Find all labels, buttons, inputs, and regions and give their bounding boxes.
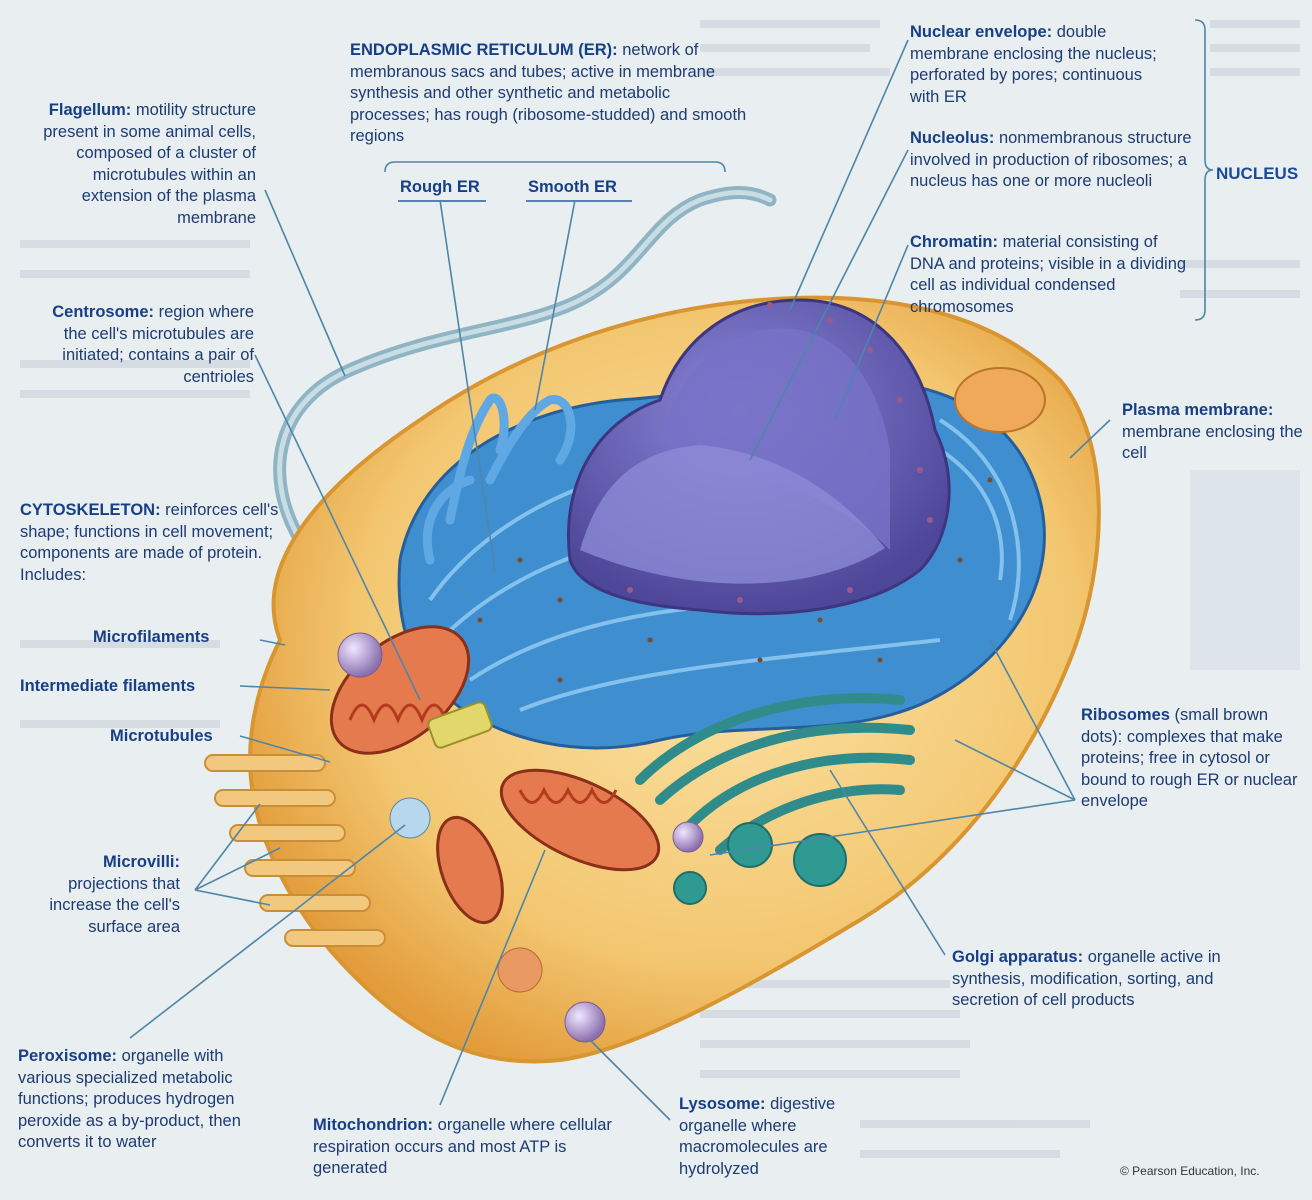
intermediate-filaments-label-text: Intermediate filaments [20, 677, 196, 695]
centrosome-label: Centrosome: region where the cell's micr… [40, 302, 254, 388]
mitochondrion-label-text: organelle where cellular respiration occ… [313, 1116, 612, 1177]
er-label: ENDOPLASMIC RETICULUM (ER): network of m… [350, 40, 750, 148]
golgi-label-title: Golgi apparatus: [952, 948, 1084, 966]
golgi-apparatus [635, 693, 915, 855]
ribosomes-label-text: (small brown dots): complexes that make … [1081, 706, 1298, 810]
lysosome-label-text: digestive organelle where macromolecules… [679, 1095, 836, 1178]
cytoskeleton-label-title: CYTOSKELETON: [20, 501, 161, 519]
centrosome-label-text: region where the cell's microtubules are… [62, 303, 254, 386]
nucleus-group-label: NUCLEUS [1216, 164, 1299, 183]
peroxisome-label-title: Peroxisome: [18, 1047, 118, 1065]
chromatin-label-text: material consisting of DNA and proteins;… [910, 233, 1187, 316]
microvilli-label-title: Microvilli: [102, 853, 180, 871]
smooth-er-label: Smooth ER [528, 178, 617, 196]
plasma-membrane-label-title: Plasma membrane: [1122, 401, 1274, 419]
rough-er-underline [398, 200, 486, 202]
lysosome-label-title: Lysosome: [679, 1095, 766, 1113]
flagellum-label-text: motility structure present in some anima… [43, 101, 256, 227]
nuclear-envelope-label: Nuclear envelope: double membrane enclos… [910, 22, 1170, 108]
microvilli-label-text: projections that increase the cell's sur… [49, 874, 180, 936]
plasma-membrane-label: Plasma membrane: membrane enclosing the … [1122, 400, 1306, 465]
flagellum-label: Flagellum: motility structure present in… [40, 100, 256, 229]
microfilaments-label: Microfilaments [93, 627, 209, 649]
nucleolus-label-text: nonmembranous structure involved in prod… [910, 129, 1192, 190]
chromatin-label: Chromatin: material consisting of DNA an… [910, 232, 1190, 318]
nucleolus-label: Nucleolus: nonmembranous structure invol… [910, 128, 1200, 193]
ribosomes-label-title: Ribosomes [1081, 706, 1170, 724]
cytoskeleton-label-text: reinforces cell's shape; functions in ce… [20, 501, 279, 584]
golgi-label-text: organelle active in synthesis, modificat… [952, 948, 1221, 1009]
smooth-er-underline [526, 200, 632, 202]
nucleolus-label-title: Nucleolus: [910, 129, 995, 147]
peroxisome-label: Peroxisome: organelle with various speci… [18, 1046, 258, 1154]
lysosome [564, 1001, 606, 1043]
nuclear-envelope-label-title: Nuclear envelope: [910, 23, 1053, 41]
rough-er-label: Rough ER [400, 178, 480, 196]
nucleolus [660, 328, 890, 550]
microfilaments-label-text: Microfilaments [93, 628, 210, 646]
intermediate-filaments-label: Intermediate filaments [20, 676, 195, 698]
lysosome-label: Lysosome: digestive organelle where macr… [679, 1094, 869, 1180]
ribosomes-label: Ribosomes (small brown dots): complexes … [1081, 705, 1309, 813]
microvilli-label: Microvilli: projections that increase th… [20, 852, 180, 938]
nuclear-envelope-label-text: double membrane enclosing the nucleus; p… [910, 23, 1157, 106]
chromatin-label-title: Chromatin: [910, 233, 998, 251]
flagellum-label-title: Flagellum: [48, 101, 132, 119]
mitochondrion-label: Mitochondrion: organelle where cellular … [313, 1115, 623, 1180]
plasma-membrane-label-text: membrane enclosing the cell [1122, 422, 1303, 463]
microtubules-label-text: Microtubules [110, 727, 213, 745]
er-label-text: network of membranous sacs and tubes; ac… [350, 41, 747, 145]
chromatin [580, 445, 885, 584]
centrosome-label-title: Centrosome: [52, 303, 155, 321]
er-label-title: ENDOPLASMIC RETICULUM (ER): [350, 41, 618, 59]
copyright-notice: © Pearson Education, Inc. [1120, 1164, 1260, 1178]
cytoskeleton-label: CYTOSKELETON: reinforces cell's shape; f… [20, 500, 280, 586]
golgi-label: Golgi apparatus: organelle active in syn… [952, 947, 1272, 1012]
peroxisome-label-text: organelle with various specialized metab… [18, 1047, 241, 1151]
centrosome [427, 701, 493, 749]
mitochondrion-label-title: Mitochondrion: [313, 1116, 434, 1134]
microvilli [204, 754, 386, 947]
microtubules-label: Microtubules [110, 726, 213, 748]
